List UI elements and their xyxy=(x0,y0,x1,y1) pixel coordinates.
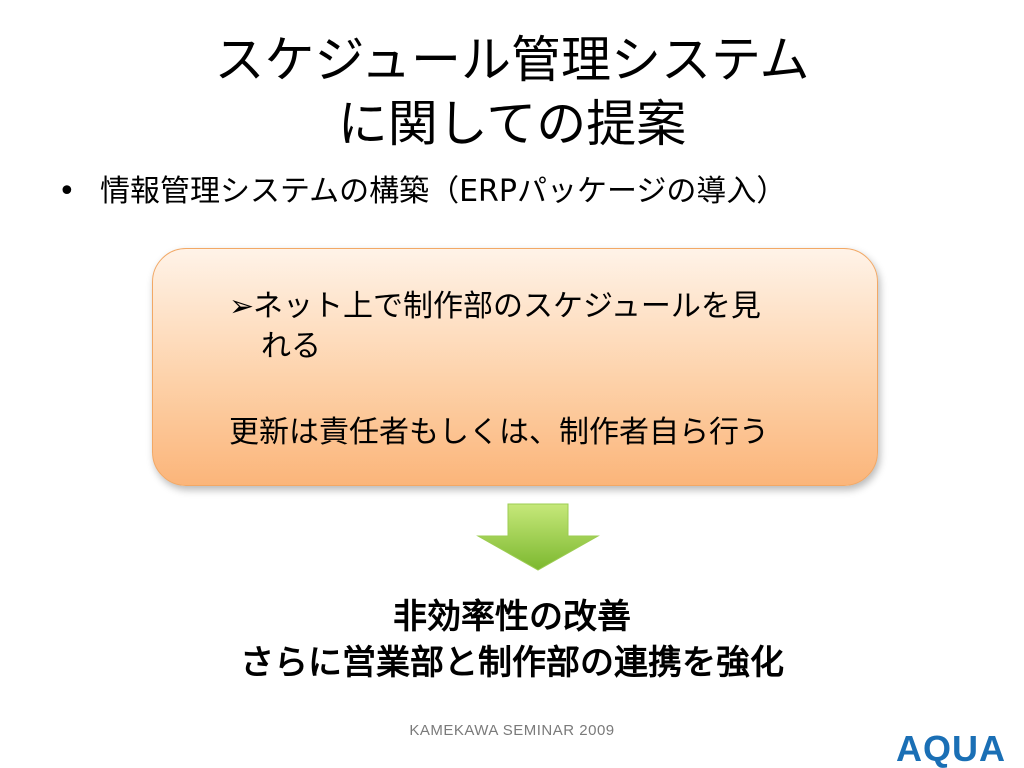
bullet-item: • 情報管理システムの構築（ERPパッケージの導入） xyxy=(58,172,786,212)
slide-title-line1: スケジュール管理システム xyxy=(214,31,810,89)
slide-title-line2: に関しての提案 xyxy=(337,95,687,153)
bullet-dot-icon: • xyxy=(58,174,76,209)
callout-point-text-line2: れる xyxy=(261,329,321,364)
bullet-text: 情報管理システムの構築（ERPパッケージの導入） xyxy=(100,174,787,209)
callout-update-text: 更新は責任者もしくは、制作者自ら行う xyxy=(229,415,769,450)
footer-text: KAMEKAWA SEMINAR 2009 xyxy=(409,722,615,739)
conclusion: 非効率性の改善 さらに営業部と制作部の連携を強化 xyxy=(0,594,1024,686)
callout-point-text-line1: ネット上で制作部のスケジュールを見 xyxy=(253,289,761,324)
aqua-logo: AQUA xyxy=(896,728,1006,768)
conclusion-line2: さらに営業部と制作部の連携を強化 xyxy=(240,643,784,683)
callout-box: ➢ネット上で制作部のスケジュールを見 れる 更新は責任者もしくは、制作者自ら行う xyxy=(152,248,878,486)
slide-title: スケジュール管理システム に関しての提案 xyxy=(0,28,1024,156)
arrow-bullet-icon: ➢ xyxy=(229,289,255,324)
down-arrow-icon xyxy=(476,503,600,571)
conclusion-line1: 非効率性の改善 xyxy=(393,597,631,637)
callout-point: ➢ネット上で制作部のスケジュールを見 れる xyxy=(229,287,849,367)
